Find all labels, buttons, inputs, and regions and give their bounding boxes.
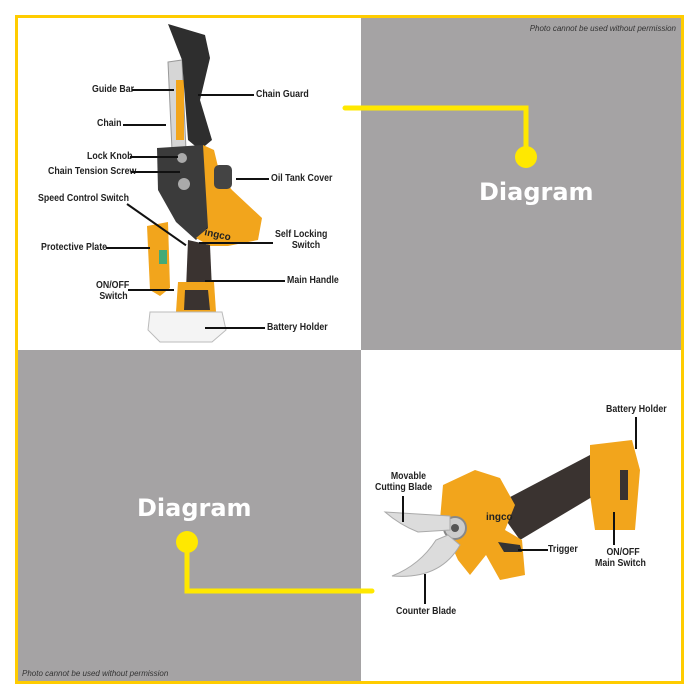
label-chain-guard: Chain Guard: [256, 89, 309, 100]
label-guide-bar: Guide Bar: [92, 84, 135, 95]
chainsaw-illustration: ingco: [147, 24, 262, 343]
label-lock-knob: Lock Knob: [87, 151, 133, 162]
leader-lock-knob: [130, 156, 178, 158]
diagram-panel-top-right: [361, 18, 681, 350]
diagram-title-bottom: Diagram: [137, 494, 252, 522]
label-chain-tension-screw: Chain Tension Screw: [48, 166, 137, 177]
label-on-off-switch-line2: Switch: [99, 291, 128, 302]
label-battery-holder-chainsaw: Battery Holder: [267, 322, 328, 333]
label-on-off-switch-line1: ON/OFF: [96, 280, 130, 291]
leader-on-off-switch: [128, 289, 174, 291]
label-main-switch-line1: ON/OFF: [606, 547, 640, 558]
watermark-top: Photo cannot be used without permission: [529, 24, 676, 33]
label-on-off-switch: ON/OFF Switch: [96, 280, 129, 302]
label-oil-tank-cover: Oil Tank Cover: [271, 173, 333, 184]
label-self-locking-switch: Self Locking Switch: [275, 229, 327, 251]
yellow-frame: [15, 15, 684, 684]
label-self-locking-line2: Switch: [291, 240, 321, 251]
leader-main-handle: [205, 280, 285, 282]
label-main-handle: Main Handle: [287, 275, 339, 286]
connector-dot-top: [515, 146, 537, 168]
connector-top: [342, 105, 529, 153]
connector-bottom: [184, 539, 375, 594]
label-self-locking-line1: Self Locking: [275, 229, 328, 240]
leader-trigger: [518, 549, 548, 551]
pruner-illustration: ingco: [383, 440, 640, 580]
label-movable-line2: Cutting Blade: [375, 482, 433, 493]
leader-guide-bar: [132, 89, 174, 91]
label-protective-plate: Protective Plate: [41, 242, 108, 253]
leader-self-locking-switch: [199, 242, 273, 244]
connector-dot-bottom: [176, 531, 198, 553]
watermark-bottom: Photo cannot be used without permission: [22, 669, 169, 678]
label-trigger: Trigger: [548, 544, 578, 555]
svg-text:ingco: ingco: [486, 512, 513, 523]
label-on-off-main-switch: ON/OFF Main Switch: [595, 547, 646, 569]
leader-battery-holder-chainsaw: [205, 327, 265, 329]
leader-movable-cutting-blade: [402, 496, 404, 522]
label-movable-line1: Movable: [390, 471, 427, 482]
label-battery-holder-pruner: Battery Holder: [606, 404, 667, 415]
svg-text:ingco: ingco: [203, 227, 231, 243]
leader-chain-guard: [198, 94, 254, 96]
diagram-panel-bottom-left: [18, 350, 361, 681]
leader-chain-tension-screw: [131, 171, 180, 173]
label-counter-blade: Counter Blade: [396, 606, 457, 617]
label-speed-control-switch: Speed Control Switch: [38, 193, 129, 204]
leader-protective-plate: [106, 247, 150, 249]
label-main-switch-line2: Main Switch: [595, 558, 646, 569]
label-movable-cutting-blade: Movable Cutting Blade: [375, 471, 432, 493]
leader-oil-tank-cover: [236, 178, 269, 180]
leader-chain: [123, 124, 166, 126]
leader-battery-holder-pruner: [635, 417, 637, 449]
leader-on-off-main-switch: [613, 512, 615, 545]
label-chain: Chain: [97, 118, 122, 129]
leader-counter-blade: [424, 574, 426, 604]
diagram-title-top: Diagram: [479, 178, 594, 206]
